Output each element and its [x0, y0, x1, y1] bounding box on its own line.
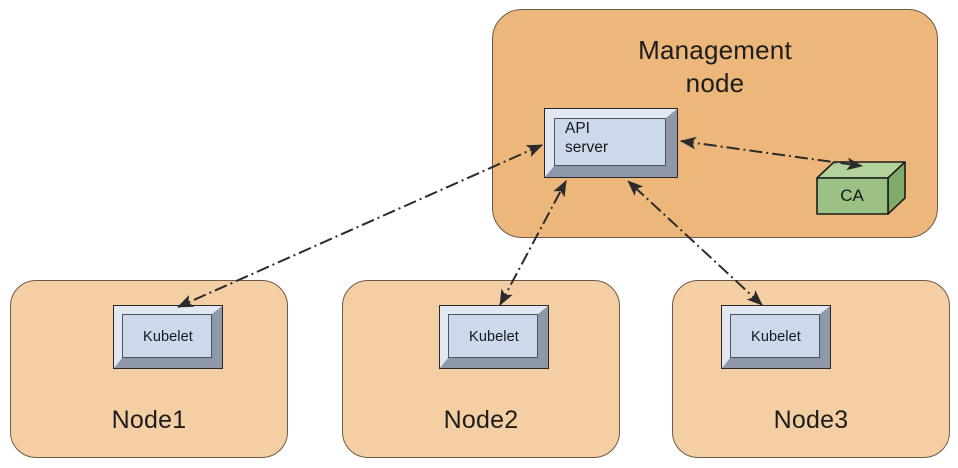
api-server-box[interactable]: API server: [544, 108, 678, 178]
kubelet-node1-bevel-frame: [114, 306, 222, 368]
api-server-inner-surface: [554, 118, 666, 166]
node3-label: Node3: [773, 406, 849, 434]
node2-label: Node2: [443, 406, 519, 434]
ca-box[interactable]: CA: [816, 160, 908, 216]
kubelet-node1-inner-surface: [122, 314, 212, 358]
kubelet-node1-box[interactable]: Kubelet: [113, 305, 223, 369]
kubelet-node3-bevel-frame: [722, 306, 830, 368]
kubelet-node2-box[interactable]: Kubelet: [439, 305, 549, 369]
kubelet-node3-box[interactable]: Kubelet: [721, 305, 831, 369]
management-node-label: Management node: [638, 35, 792, 98]
kubelet-node2-label: Kubelet: [469, 329, 519, 345]
api-server-label: API server: [565, 120, 609, 156]
kubelet-node1-label: Kubelet: [143, 329, 193, 345]
kubelet-node3-inner-surface: [730, 314, 820, 358]
node1-label: Node1: [111, 406, 187, 434]
kubelet-node2-inner-surface: [448, 314, 538, 358]
ca-label: CA: [840, 186, 864, 205]
kubelet-node2-bevel-frame: [440, 306, 548, 368]
api-server-bevel-frame: [545, 109, 677, 177]
kubelet-node3-label: Kubelet: [751, 329, 801, 345]
